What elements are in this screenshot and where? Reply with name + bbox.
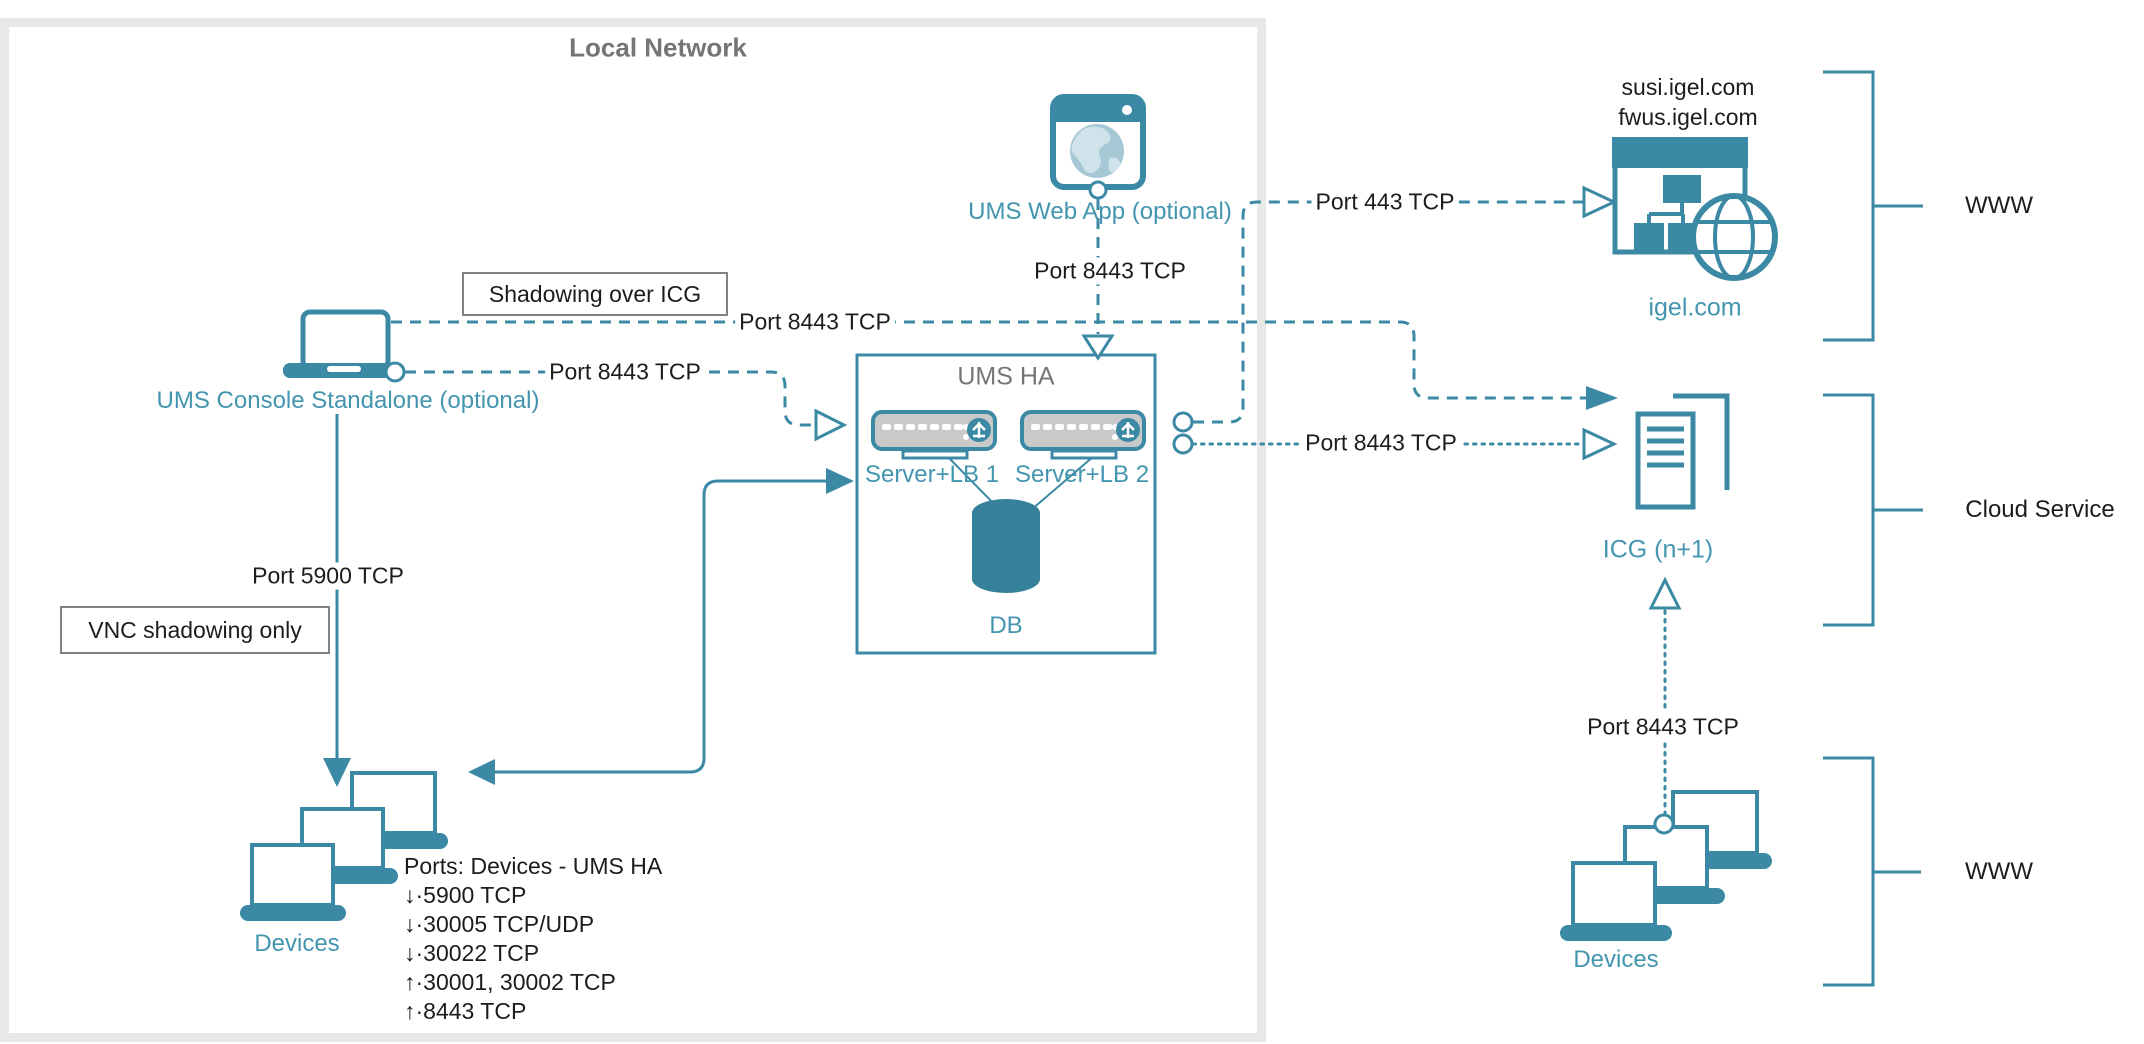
- igel-domain-susi: susi.igel.com: [1621, 74, 1755, 100]
- bracket-www-top: [1823, 70, 1923, 342]
- zone-label-cloud-service: Cloud Service: [1965, 496, 2115, 523]
- laptop-icon: [283, 309, 405, 378]
- igel-domain-fwus: fwus.igel.com: [1618, 104, 1758, 130]
- server-lb1-icon: [871, 410, 997, 460]
- ums-ha-title: UMS HA: [957, 362, 1055, 391]
- igel-com-label: igel.com: [1648, 293, 1742, 322]
- local-network-title: Local Network: [569, 32, 747, 63]
- devices-local-icon: [240, 771, 448, 921]
- icg-label: ICG (n+1): [1602, 535, 1714, 564]
- ports-list-item: ↑·30001, 30002 TCP: [404, 969, 616, 995]
- zone-brackets: [1823, 70, 1923, 987]
- devices-remote-label: Devices: [1573, 946, 1659, 973]
- icg-icon: [1635, 393, 1730, 510]
- zone-label-www-bottom: WWW: [1965, 858, 2033, 885]
- arrowhead-open-up: [1648, 576, 1682, 610]
- port-label-webapp-umsha: Port 8443 TCP: [1030, 257, 1190, 285]
- connector-devices-umsha: [468, 468, 854, 785]
- port-label-console-devices: Port 5900 TCP: [248, 562, 408, 590]
- arrowhead-filled-right: [826, 468, 854, 494]
- server-lb1-label: Server+LB 1: [864, 461, 1000, 488]
- bracket-www-bottom: [1823, 756, 1921, 987]
- arrowhead-filled-left: [468, 759, 495, 785]
- ports-list-title: Ports: Devices - UMS HA: [404, 853, 663, 879]
- ports-list-item: ↓·5900 TCP: [404, 882, 527, 908]
- arrowhead-open-right: [814, 408, 848, 442]
- ums-console-label: UMS Console Standalone (optional): [156, 387, 540, 414]
- port-label-umsha-igel: Port 443 TCP: [1311, 188, 1459, 216]
- devices-local-label: Devices: [254, 930, 340, 957]
- port-label-icg-devices: Port 8443 TCP: [1583, 713, 1743, 741]
- ums-web-app-label: UMS Web App (optional): [968, 198, 1232, 225]
- ports-list-item: ↓·30005 TCP/UDP: [404, 911, 595, 937]
- ports-list: Ports: Devices - UMS HA ↓·5900 TCP ↓·300…: [404, 852, 662, 1026]
- local-network-zone: [0, 18, 1266, 1042]
- vnc-shadowing-callout: VNC shadowing only: [60, 606, 330, 654]
- arrowhead-open-right: [1582, 427, 1618, 461]
- connector-console-umsha: [384, 361, 848, 442]
- arrowhead-open-down: [1081, 334, 1115, 361]
- connector-devices-icg: [1648, 576, 1682, 835]
- zone-label-www-top: WWW: [1965, 192, 2033, 219]
- igel-com-icon: [1612, 137, 1778, 281]
- connector-shadowing-icg: [391, 320, 1618, 410]
- ports-list-item: ↑·8443 TCP: [404, 998, 527, 1024]
- database-icon: [972, 499, 1040, 593]
- db-label: DB: [989, 612, 1023, 639]
- port-label-umsha-icg: Port 8443 TCP: [1301, 429, 1461, 457]
- globe-outline-icon: [1690, 193, 1778, 281]
- arrowhead-open-right: [1582, 185, 1618, 219]
- bracket-cloud-service: [1823, 393, 1923, 627]
- arrowhead-filled-down: [323, 758, 351, 787]
- web-app-icon: [1050, 94, 1146, 190]
- port-label-console-umsha: Port 8443 TCP: [545, 358, 705, 386]
- connector-console-devices: [323, 414, 351, 787]
- devices-remote-icon: [1560, 790, 1772, 941]
- server-lb2-icon: [1020, 410, 1146, 460]
- ports-list-item: ↓·30022 TCP: [404, 940, 540, 966]
- connector-umsha-igel: [1172, 185, 1618, 433]
- shadowing-over-icg-callout: Shadowing over ICG: [462, 272, 728, 316]
- arrowhead-filled-right: [1586, 386, 1618, 410]
- port-label-shadowing: Port 8443 TCP: [735, 308, 895, 336]
- server-lb2-label: Server+LB 2: [1014, 461, 1150, 488]
